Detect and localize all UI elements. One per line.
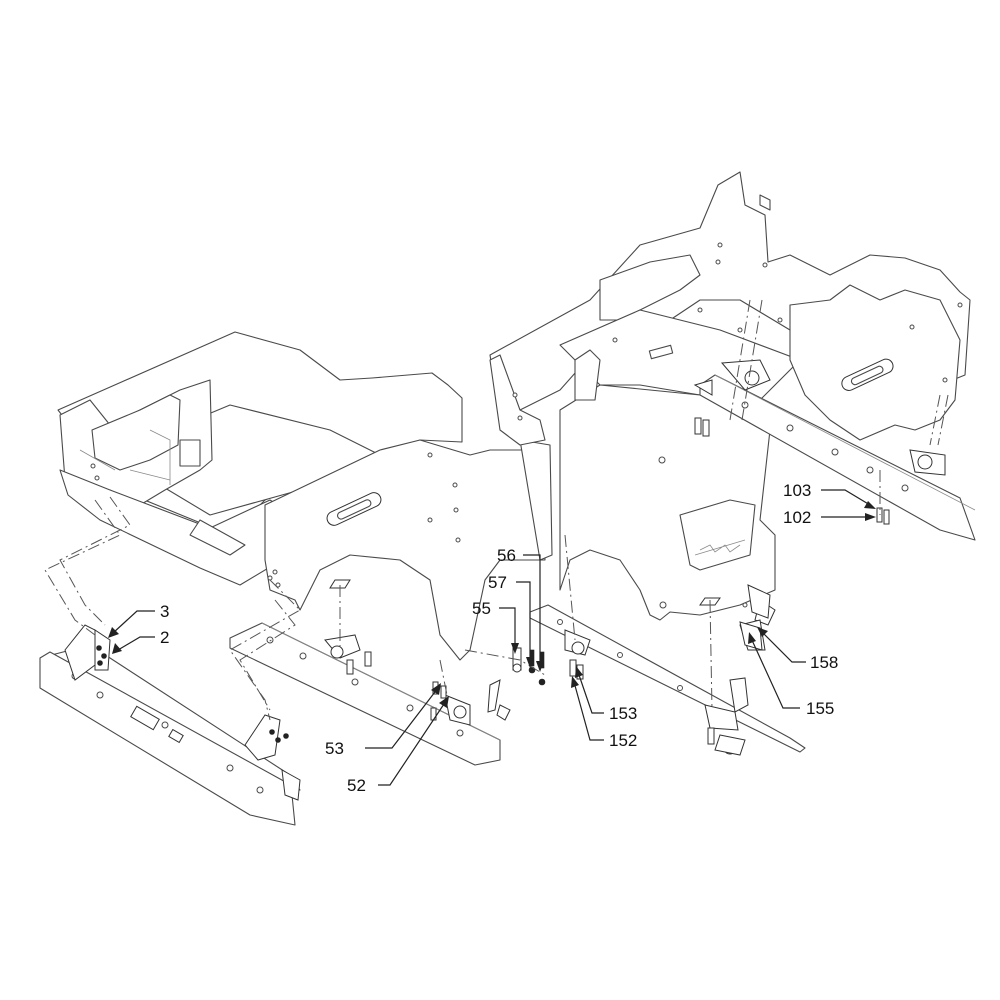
center-right-bumper-bar — [529, 597, 806, 756]
callout-153: 153 — [609, 704, 637, 723]
callout-labels: 3 2 53 52 56 57 55 153 152 103 102 158 1… — [160, 481, 838, 795]
callout-52: 52 — [347, 776, 366, 795]
right-frame-assembly — [489, 171, 971, 621]
callout-55: 55 — [472, 599, 491, 618]
callout-155: 155 — [806, 699, 834, 718]
callout-152: 152 — [609, 731, 637, 750]
callout-3: 3 — [160, 602, 169, 621]
center-bumper-bar — [229, 579, 511, 766]
callout-2: 2 — [160, 628, 169, 647]
callout-53: 53 — [325, 739, 344, 758]
left-bumper-bar — [39, 624, 301, 826]
callout-103: 103 — [783, 481, 811, 500]
assembly-center-lines — [44, 299, 949, 721]
leader-lines — [108, 489, 876, 786]
callout-56: 56 — [497, 546, 516, 565]
left-frame-assembly — [57, 331, 553, 661]
callout-102: 102 — [783, 508, 811, 527]
callout-158: 158 — [810, 653, 838, 672]
callout-57: 57 — [488, 573, 507, 592]
